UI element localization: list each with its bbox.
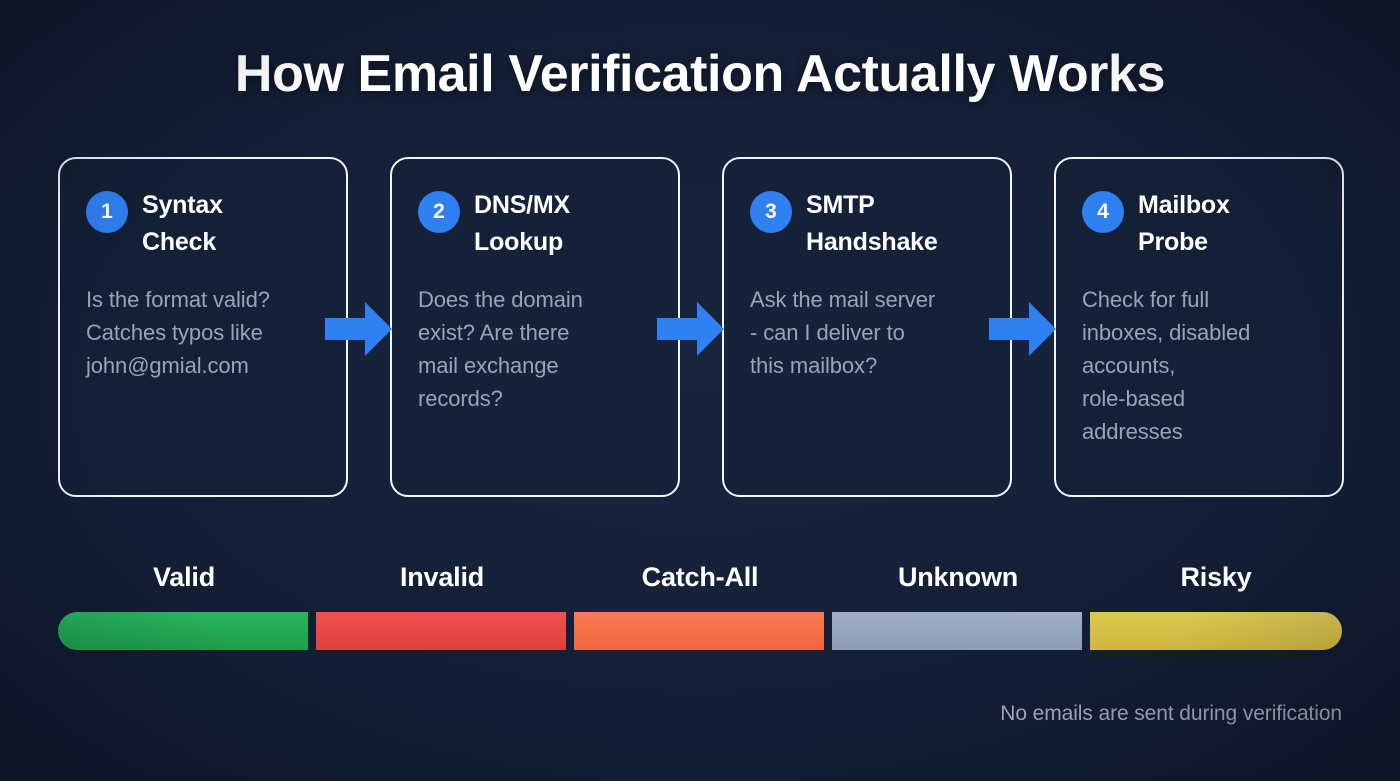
legend-segment-valid xyxy=(58,612,308,650)
step-description: Ask the mail server - can I deliver to t… xyxy=(750,287,936,378)
legend-segment-catch-all xyxy=(574,612,824,650)
legend-segment-invalid xyxy=(316,612,566,650)
step-number-badge: 3 xyxy=(750,191,792,233)
page-title: How Email Verification Actually Works xyxy=(234,45,1166,103)
legend-bar xyxy=(58,612,1342,650)
steps-row: 1 Syntax Check Is the format valid? Catc… xyxy=(0,157,1400,497)
step-description: Check for full inboxes, disabled account… xyxy=(1082,287,1251,444)
step-card-2: 2 DNS/MX Lookup Does the domain exist? A… xyxy=(390,157,680,497)
legend-label-invalid: Invalid xyxy=(399,562,485,592)
step-title: DNS/MX Lookup xyxy=(474,191,571,256)
step-card-3: 3 SMTP Handshake Ask the mail server - c… xyxy=(722,157,1012,497)
legend-label-catch-all: Catch-All xyxy=(641,562,759,592)
step-description: Does the domain exist? Are there mail ex… xyxy=(418,287,583,411)
step-header: 2 DNS/MX Lookup xyxy=(418,187,652,261)
step-number-badge: 4 xyxy=(1082,191,1124,233)
step-number-badge: 2 xyxy=(418,191,460,233)
arrow-right-icon xyxy=(989,302,1056,356)
legend-label-risky: Risky xyxy=(1180,562,1252,592)
footer-note: No emails are sent during verification xyxy=(1000,702,1342,725)
arrow-right-icon xyxy=(325,302,392,356)
legend-labels: Valid Invalid Catch-All Unknown Risky xyxy=(58,562,1342,604)
step-header: 4 Mailbox Probe xyxy=(1082,187,1316,261)
step-title: Syntax Check xyxy=(142,191,223,256)
step-card-1: 1 Syntax Check Is the format valid? Catc… xyxy=(58,157,348,497)
step-header: 1 Syntax Check xyxy=(86,187,320,261)
step-title: SMTP Handshake xyxy=(806,191,938,256)
step-number-badge: 1 xyxy=(86,191,128,233)
step-card-4: 4 Mailbox Probe Check for full inboxes, … xyxy=(1054,157,1344,497)
step-header: 3 SMTP Handshake xyxy=(750,187,984,261)
step-description: Is the format valid? Catches typos like … xyxy=(86,287,270,378)
legend-label-valid: Valid xyxy=(152,562,216,592)
status-legend: Valid Invalid Catch-All Unknown Risky xyxy=(58,562,1342,650)
arrow-right-icon xyxy=(657,302,724,356)
legend-segment-unknown xyxy=(832,612,1082,650)
legend-label-unknown: Unknown xyxy=(897,562,1019,592)
legend-segment-risky xyxy=(1090,612,1342,650)
step-title: Mailbox Probe xyxy=(1138,191,1230,256)
